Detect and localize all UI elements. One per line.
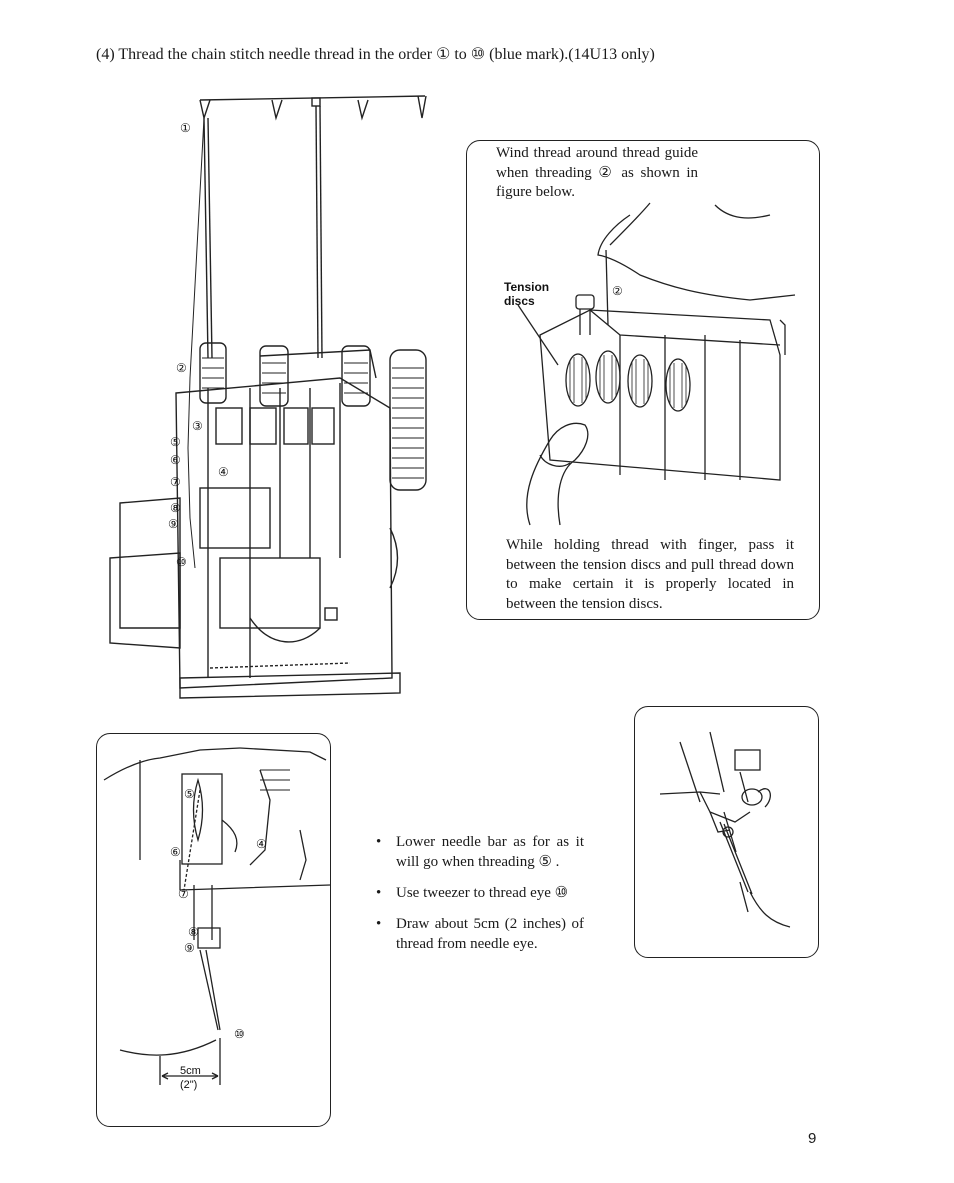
needle-callout-5: ⑤ (184, 787, 195, 801)
callout-5: ⑤ (170, 435, 181, 449)
tension-callout-2: ② (612, 284, 623, 298)
needle-closeup-illustration (659, 731, 791, 928)
list-item-text: Draw about 5cm (2 inches) of thread from… (396, 916, 584, 952)
list-item-text: Use tweezer to thread eye ⑩ (396, 885, 569, 901)
needle-callout-6: ⑥ (170, 845, 181, 859)
wind-instruction: Wind thread around thread guide when thr… (496, 145, 698, 200)
callout-6: ⑥ (170, 453, 181, 467)
needle-threading-illustration: ⑤ ④ ⑥ ⑦ ⑧ ⑨ ⑩ 5cm (2") (103, 747, 331, 1091)
measure-label: 5cm (180, 1065, 201, 1077)
callout-1: ① (180, 121, 191, 135)
list-item: • Lower needle bar as for as it will go … (374, 832, 584, 872)
callout-8: ⑧ (170, 501, 181, 515)
callout-10: ⑩ (176, 555, 187, 569)
needle-callout-8: ⑧ (188, 925, 199, 939)
tension-label-line2: discs (504, 294, 535, 308)
overlock-machine-illustration: ① ② ③ ④ ⑤ ⑥ ⑦ ⑧ ⑨ ⑩ (109, 95, 427, 699)
measure-inch-label: (2") (180, 1079, 197, 1091)
callout-7: ⑦ (170, 475, 181, 489)
needle-callout-7: ⑦ (178, 887, 189, 901)
tension-disc-illustration: Tension discs ② (504, 202, 796, 526)
list-item: • Use tweezer to thread eye ⑩ (374, 883, 584, 903)
needle-threading-panel (96, 733, 331, 1127)
hold-instruction: While holding thread with finger, pass i… (506, 537, 794, 612)
list-item-text: Lower needle bar as for as it will go wh… (396, 834, 584, 870)
callout-4: ④ (218, 465, 229, 479)
callout-3: ③ (192, 419, 203, 433)
list-item: • Draw about 5cm (2 inches) of thread fr… (374, 914, 584, 954)
step-heading: (4) Thread the chain stitch needle threa… (96, 44, 655, 64)
needle-callout-4: ④ (256, 837, 267, 851)
tension-disc-panel (466, 140, 820, 620)
bullet-dot: • (376, 834, 382, 850)
instruction-list: • Lower needle bar as for as it will go … (374, 832, 584, 965)
tension-label-line1: Tension (504, 280, 549, 294)
needle-callout-10: ⑩ (234, 1027, 245, 1041)
step-instruction: Thread the chain stitch needle thread in… (118, 46, 655, 63)
needle-callout-9: ⑨ (184, 941, 195, 955)
page-number: 9 (808, 1130, 817, 1147)
bullet-dot: • (376, 885, 382, 901)
callout-9: ⑨ (168, 517, 179, 531)
step-number: (4) (96, 46, 115, 63)
callout-2: ② (176, 361, 187, 375)
bullet-dot: • (376, 916, 382, 932)
